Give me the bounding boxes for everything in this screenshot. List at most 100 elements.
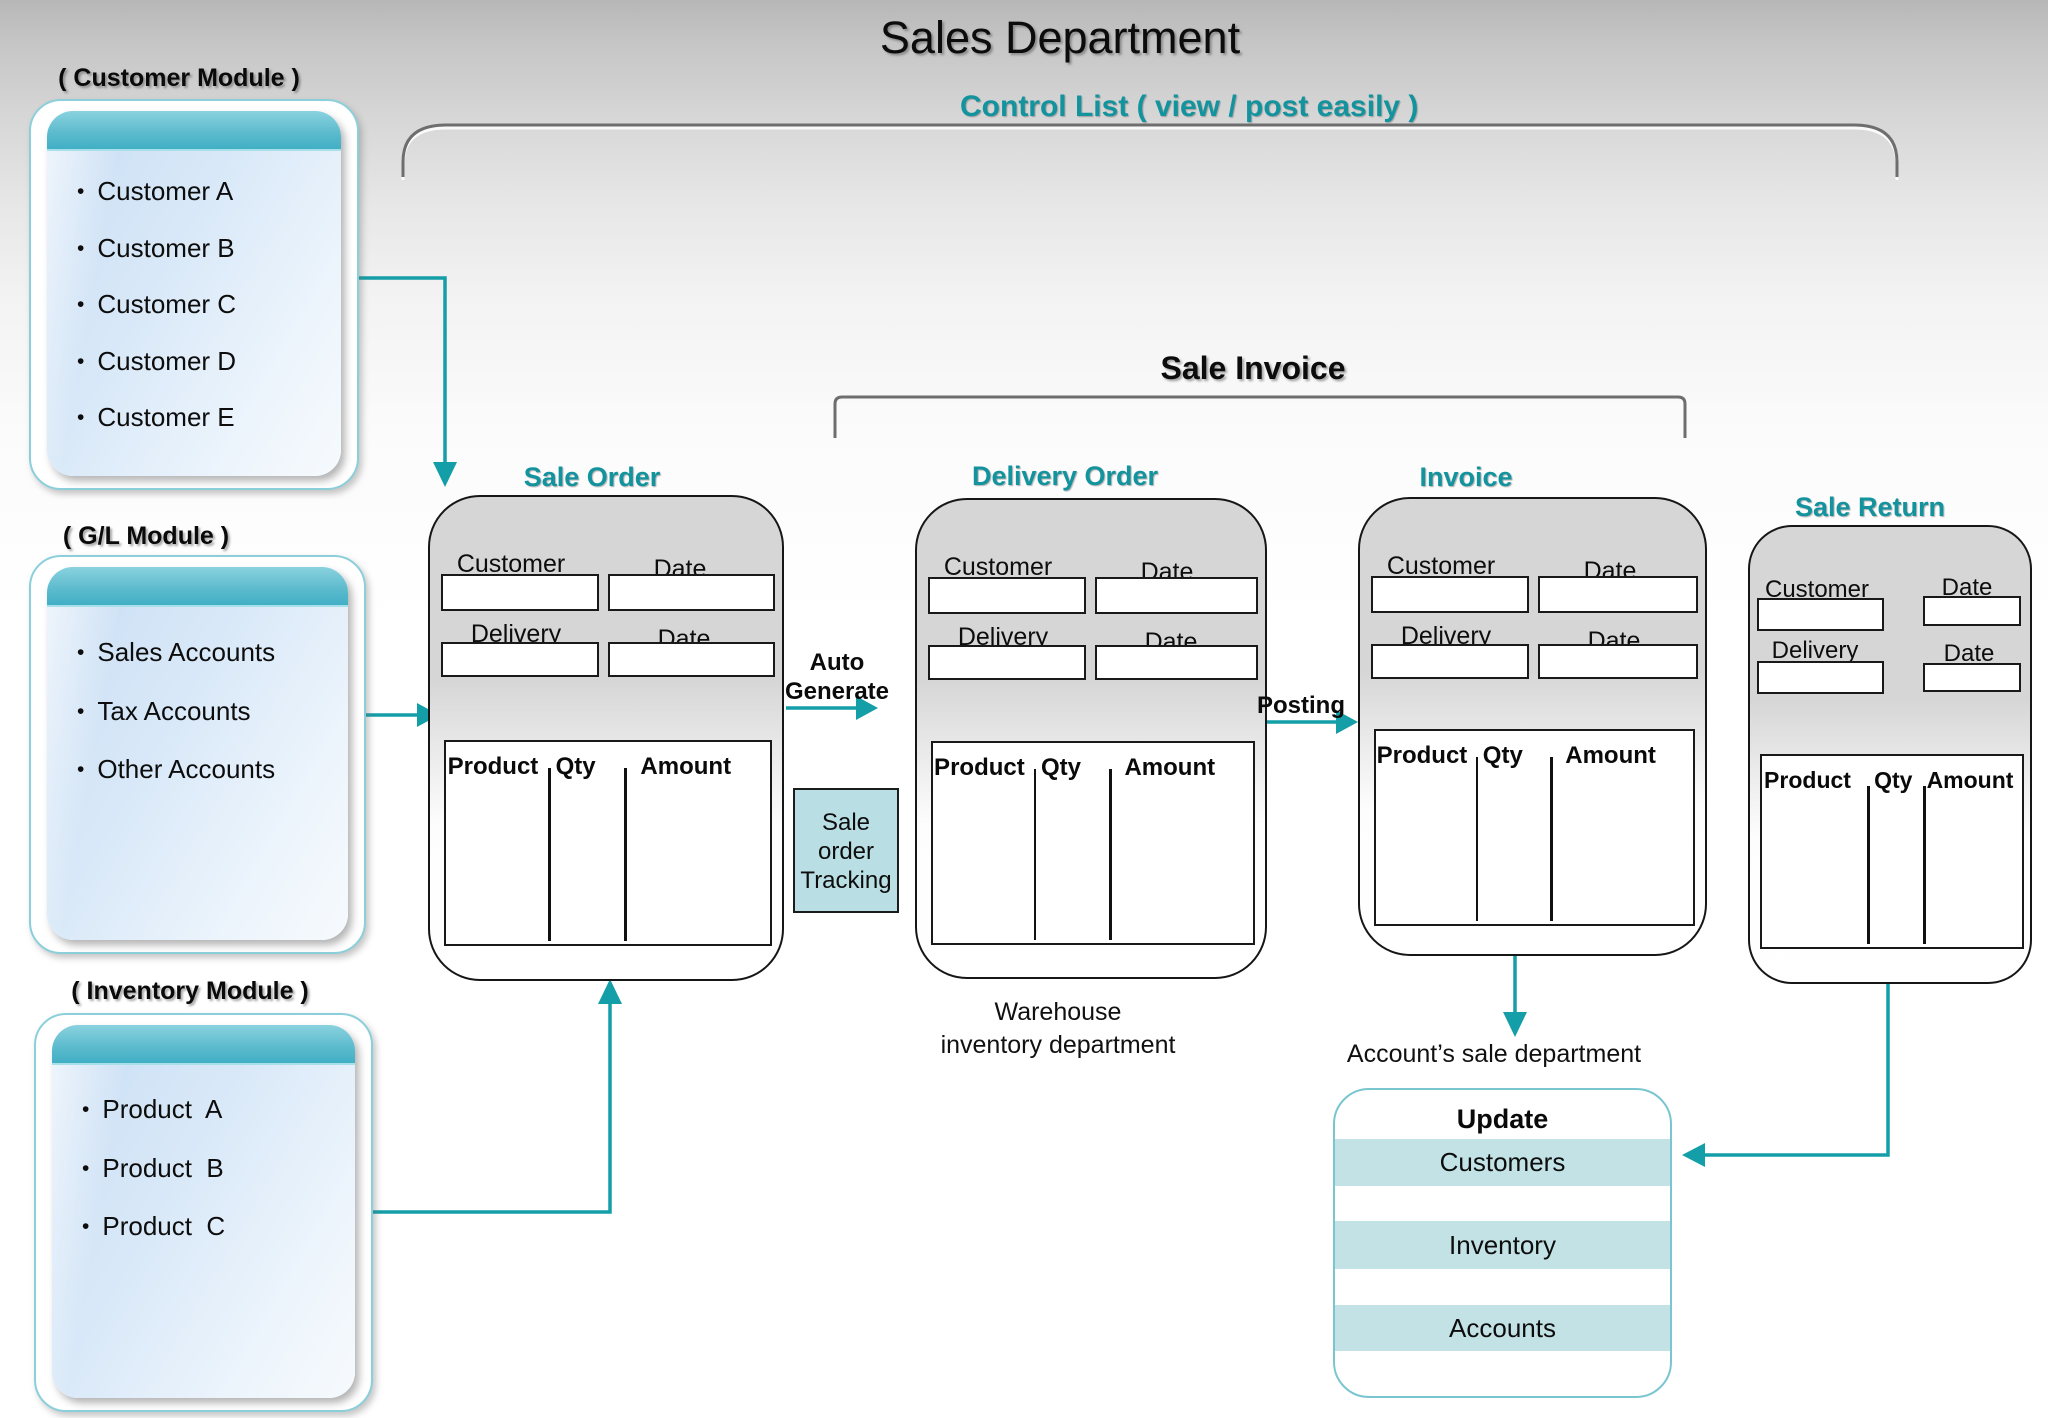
module-label-gl-module: ( G/L Module ) bbox=[62, 522, 230, 550]
column-divider bbox=[624, 768, 627, 941]
column-divider bbox=[1867, 786, 1870, 944]
gl-module-inner: •Sales Accounts•Tax Accounts•Other Accou… bbox=[47, 567, 348, 940]
tracking-line: Sale bbox=[821, 809, 871, 836]
module-item-label: Tax Accounts bbox=[97, 695, 251, 726]
update-row-inventory: Inventory bbox=[1335, 1221, 1670, 1269]
date-input-box bbox=[608, 574, 775, 611]
module-item-label: Other Accounts bbox=[97, 754, 276, 784]
date-input-box bbox=[1538, 576, 1698, 613]
customer-field-label: Customer bbox=[456, 550, 566, 578]
bullet-icon: • bbox=[77, 349, 85, 373]
list-item: •Tax Accounts bbox=[77, 696, 251, 727]
module-item-label: Customer B bbox=[97, 232, 235, 263]
column-header-product: Product bbox=[1376, 742, 1468, 769]
bullet-icon: • bbox=[77, 758, 85, 781]
customer-input-box bbox=[1757, 598, 1884, 631]
bullet-icon: • bbox=[77, 293, 85, 316]
auto-generate-line: Generate bbox=[784, 678, 890, 705]
customer-input-box bbox=[1371, 576, 1529, 613]
tracking-line: Tracking bbox=[800, 867, 892, 894]
list-item: •Sales Accounts bbox=[77, 637, 275, 668]
column-header-amount: Amount bbox=[1926, 767, 2014, 793]
column-divider bbox=[1550, 757, 1553, 921]
bullet-icon: • bbox=[77, 236, 85, 260]
column-header-qty: Qty bbox=[1482, 742, 1523, 769]
update-title: Update bbox=[1456, 1104, 1549, 1134]
column-header-qty: Qty bbox=[555, 753, 596, 780]
tracking-line: order bbox=[817, 838, 875, 865]
bullet-icon: • bbox=[77, 180, 85, 203]
page-title: Sales Department bbox=[879, 12, 1241, 63]
posting-label: Posting bbox=[1257, 692, 1345, 719]
bullet-icon: • bbox=[82, 1098, 90, 1121]
arrowhead-auto-generate-icon bbox=[856, 696, 878, 720]
gl-module-topbar bbox=[47, 567, 348, 607]
arrow-inventory-to-sale-order bbox=[369, 1002, 612, 1214]
date-input-box bbox=[608, 642, 775, 677]
list-item: • Customer A bbox=[77, 176, 233, 207]
update-row-accounts: Accounts bbox=[1335, 1305, 1670, 1351]
column-header-qty: Qty bbox=[1874, 767, 1913, 793]
list-item: • Other Accounts bbox=[77, 754, 275, 785]
line-items-table: Product Qty Amount bbox=[444, 740, 772, 946]
column-header-product: Product bbox=[934, 754, 1025, 781]
module-item-label: Product C bbox=[102, 1211, 226, 1241]
date-input-box bbox=[1538, 644, 1698, 679]
column-header-product: Product bbox=[447, 753, 539, 780]
sale-invoice-bracket bbox=[833, 395, 1687, 438]
list-item: •Customer D bbox=[77, 346, 236, 377]
list-item: • Customer C bbox=[77, 289, 236, 320]
inventory-module-topbar bbox=[52, 1025, 355, 1065]
module-label-inventory-module: ( Inventory Module ) bbox=[71, 977, 309, 1005]
delivery-input-box bbox=[928, 645, 1086, 680]
customer-field-label: Customer bbox=[943, 553, 1053, 581]
delivery-input-box bbox=[441, 642, 599, 677]
bullet-icon: • bbox=[82, 1215, 90, 1238]
update-row-customers: Customers bbox=[1335, 1139, 1670, 1186]
customer-input-box bbox=[928, 577, 1086, 614]
date-input-box bbox=[1923, 596, 2021, 626]
arrowhead-customer-to-sale-order-icon bbox=[433, 462, 457, 487]
arrow-sale-return-to-update bbox=[1703, 982, 1890, 1157]
date-field-label: Date bbox=[1943, 640, 1995, 667]
column-header-amount: Amount bbox=[1124, 754, 1216, 781]
inventory-module-inner: •Product A•Product B•Product C bbox=[52, 1025, 355, 1398]
sale-invoice-label: Sale Invoice bbox=[1160, 350, 1346, 386]
column-divider bbox=[1109, 769, 1112, 940]
column-header-amount: Amount bbox=[640, 753, 732, 780]
module-item-label: Product A bbox=[102, 1094, 223, 1124]
column-divider bbox=[548, 768, 551, 941]
list-item: • Customer B bbox=[77, 233, 235, 264]
module-item-label: Customer E bbox=[97, 402, 235, 432]
arrowhead-sale-return-to-update-icon bbox=[1682, 1143, 1705, 1167]
customer-module-topbar bbox=[47, 111, 341, 151]
control-list-label: Control List ( view / post easily ) bbox=[960, 90, 1419, 123]
warehouse-caption-line: Warehouse bbox=[994, 998, 1122, 1026]
control-list-bracket bbox=[401, 123, 1899, 177]
delivery-input-box bbox=[1371, 644, 1529, 679]
module-item-label: Customer C bbox=[97, 289, 237, 319]
warehouse-caption-line: inventory department bbox=[940, 1031, 1176, 1059]
gl-module-card: •Sales Accounts•Tax Accounts•Other Accou… bbox=[29, 555, 366, 954]
form-title-sale-return: Sale Return bbox=[1794, 492, 1946, 522]
module-label-customer-module: ( Customer Module ) bbox=[58, 64, 300, 92]
form-title-sale-order: Sale Order bbox=[523, 462, 661, 492]
customer-field-label: Customer bbox=[1386, 552, 1496, 580]
accounts-caption: Account’s sale department bbox=[1346, 1040, 1642, 1068]
auto-generate-line: Auto bbox=[809, 649, 865, 676]
module-item-label: Customer A bbox=[97, 176, 234, 206]
delivery-field-label: Delivery bbox=[1771, 637, 1859, 664]
form-title-delivery-order: Delivery Order bbox=[971, 461, 1159, 491]
bullet-icon: • bbox=[77, 641, 85, 664]
customer-module-inner: •Customer A•Customer B•Customer C•Custom… bbox=[47, 111, 341, 476]
